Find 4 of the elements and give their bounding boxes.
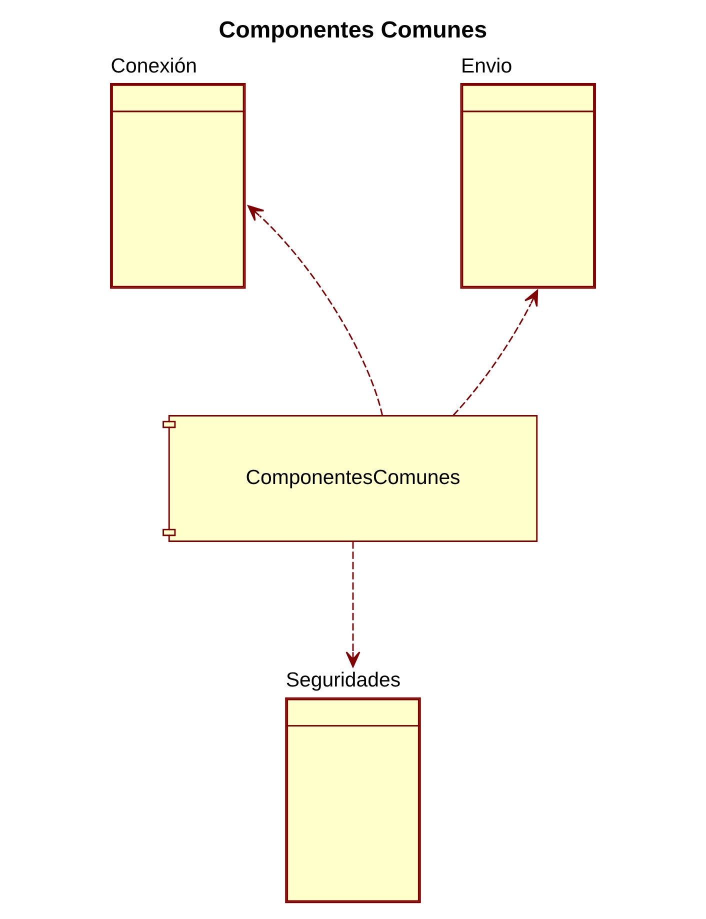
diagram-title: Componentes Comunes — [218, 16, 488, 42]
node-label: Conexión — [110, 55, 198, 78]
node-label: Envio — [460, 55, 512, 78]
node-label: Seguridades — [286, 670, 401, 692]
